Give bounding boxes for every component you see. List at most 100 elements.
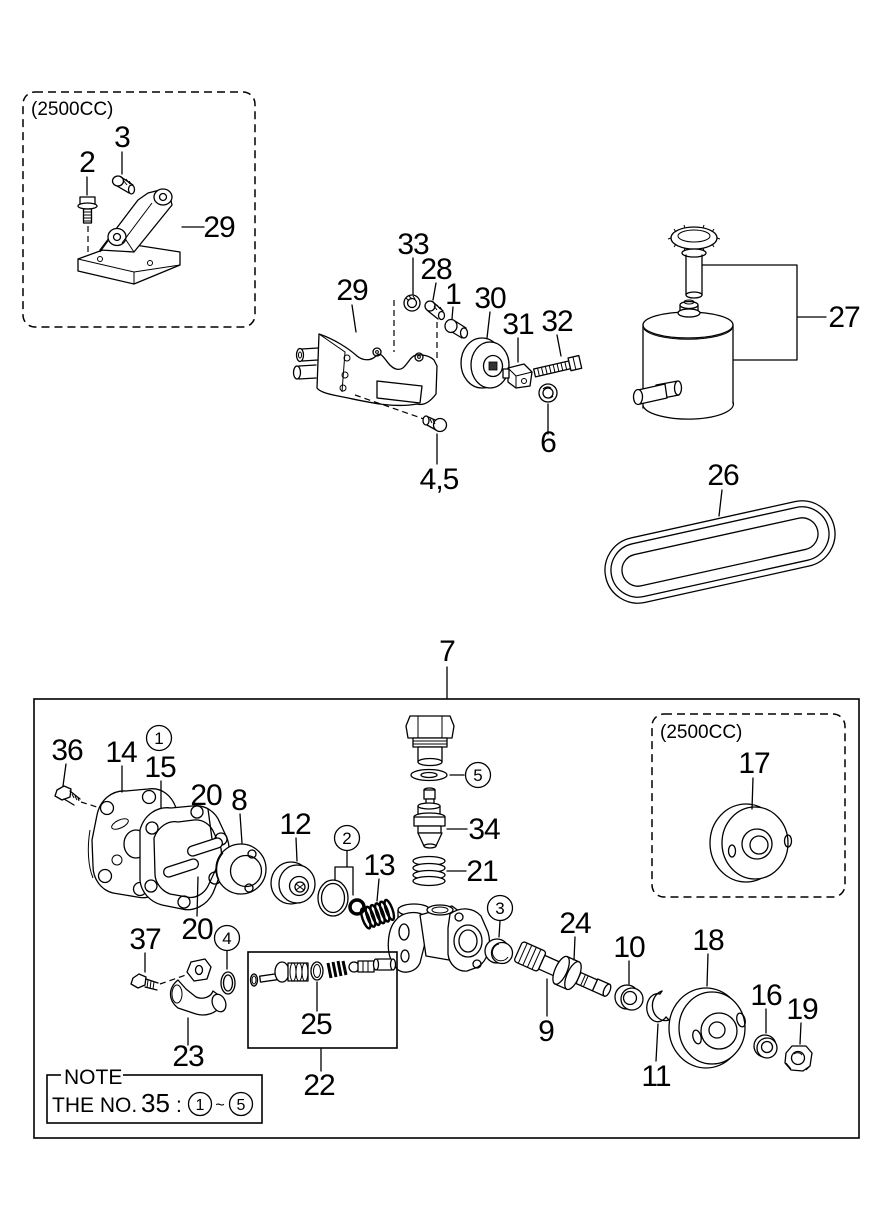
part-36-bolt	[54, 785, 98, 808]
part-28-bolt	[424, 300, 446, 321]
part-21-spring	[412, 855, 446, 887]
callout-2: 2	[79, 146, 95, 179]
svg-text:3: 3	[495, 899, 504, 918]
pump-assembly: 36 14 1	[46, 713, 846, 1124]
callout-14: 14	[105, 736, 137, 769]
part-24-seal	[552, 955, 582, 991]
callout-18: 18	[692, 924, 724, 957]
callout-32: 32	[541, 305, 573, 338]
part-o-ring-small	[348, 898, 366, 916]
part-22-seal-kit: 25	[247, 951, 398, 1049]
note-box: NOTE THE NO. 35 : 1 ~ 5	[46, 1066, 263, 1124]
part-o-ring-suction	[220, 971, 236, 995]
part-3-bolt	[111, 175, 136, 195]
part-30-idler-pulley	[460, 337, 510, 389]
note-part-number: 35	[141, 1088, 170, 1118]
svg-text:4: 4	[222, 929, 231, 948]
callout-23: 23	[172, 1040, 204, 1073]
circled-callout-4: 4	[213, 924, 241, 952]
circled-callout-5: 5	[464, 761, 492, 789]
part-27-reservoir: 27	[632, 224, 861, 420]
leader-part-32	[556, 334, 562, 357]
circled-callout-2: 2	[333, 824, 361, 852]
note-text-prefix: THE NO.	[52, 1094, 137, 1117]
callout-27: 27	[828, 301, 860, 334]
callout-6: 6	[540, 426, 556, 459]
part-9-shaft	[514, 941, 612, 997]
note-colon: :	[176, 1094, 182, 1117]
part-washer-5	[410, 768, 448, 782]
callout-21: 21	[466, 855, 498, 888]
part-1-bolt	[444, 318, 469, 339]
part-10-washer	[614, 984, 644, 1011]
callout-1: 1	[445, 278, 461, 311]
svg-text:1: 1	[154, 729, 163, 748]
leader-part-28	[432, 282, 437, 301]
part-connector-fitting	[405, 715, 455, 767]
callout-28: 28	[420, 253, 452, 286]
callout-17: 17	[738, 747, 770, 780]
leader-part-12	[295, 837, 298, 862]
leader-part-29-mid	[351, 304, 357, 333]
note-range-end: 5	[237, 1097, 246, 1114]
callout-31: 31	[502, 308, 534, 341]
svg-text:2: 2	[342, 829, 351, 848]
callout-25: 25	[300, 1008, 332, 1041]
part-29-bracket-2500cc	[77, 188, 181, 285]
part-6-nut	[538, 383, 558, 403]
callout-37: 37	[129, 923, 161, 956]
leader-part-20-upper	[207, 808, 213, 840]
note-title-bg	[61, 1066, 123, 1086]
callout-13: 13	[363, 849, 395, 882]
callout-9: 9	[538, 1015, 554, 1048]
part-29-bracket	[292, 300, 438, 420]
note-title: NOTE	[64, 1066, 122, 1089]
variant-box-top-border	[22, 91, 256, 328]
leader-part-8	[239, 813, 243, 844]
leader-part-27	[701, 264, 827, 361]
leader-part-30	[486, 311, 491, 339]
circled-callout-3: 3	[486, 894, 514, 922]
note-range-tilde: ~	[215, 1097, 224, 1114]
leader-part-20-lower	[196, 876, 199, 917]
part-26-belt: 26	[604, 459, 836, 604]
part-15-gasket	[139, 805, 230, 911]
callout-20-upper: 20	[190, 779, 222, 812]
leader-part-11	[655, 1023, 659, 1062]
callout-36: 36	[51, 734, 83, 767]
callout-26: 26	[707, 459, 739, 492]
part-pump-housing	[387, 903, 491, 973]
variant-box-top: (2500CC) 2 3	[22, 91, 256, 328]
part-20-pin-lower	[162, 858, 200, 878]
leader-part-24	[573, 936, 576, 961]
note-range-start: 1	[196, 1097, 205, 1114]
part-23-suction-pipe	[169, 958, 227, 1016]
callout-29-mid: 29	[336, 274, 368, 307]
part-8-cam-ring	[215, 843, 267, 895]
part-19-nut	[784, 1045, 813, 1072]
callout-22: 22	[303, 1069, 335, 1102]
variant-label-top: (2500CC)	[31, 99, 113, 120]
part-20-pin-upper	[186, 837, 224, 857]
part-11-snap-ring	[646, 990, 670, 1023]
leader-circled-2	[334, 850, 354, 896]
callout-24: 24	[559, 907, 591, 940]
callout-7: 7	[439, 635, 455, 668]
part-16-washer	[753, 1034, 778, 1059]
pump-assembly-box-border	[33, 698, 860, 1139]
part-12-rotor	[270, 861, 316, 905]
middle-bracket-assembly: 29 33 28 1	[292, 228, 583, 496]
leader-part-1	[451, 306, 454, 320]
circled-callout-1: 1	[145, 724, 173, 752]
leader-part-36	[62, 763, 67, 787]
note-box-border	[46, 1074, 263, 1124]
part-34-control-valve	[413, 787, 446, 849]
callout-30: 30	[474, 282, 506, 315]
callout-8: 8	[231, 784, 247, 817]
variant-box-inner-border	[651, 713, 846, 898]
callout-29-top: 29	[203, 211, 235, 244]
part-18-pulley	[668, 987, 746, 1069]
part-31-bracket	[502, 363, 533, 389]
leader-part-13	[376, 878, 380, 902]
